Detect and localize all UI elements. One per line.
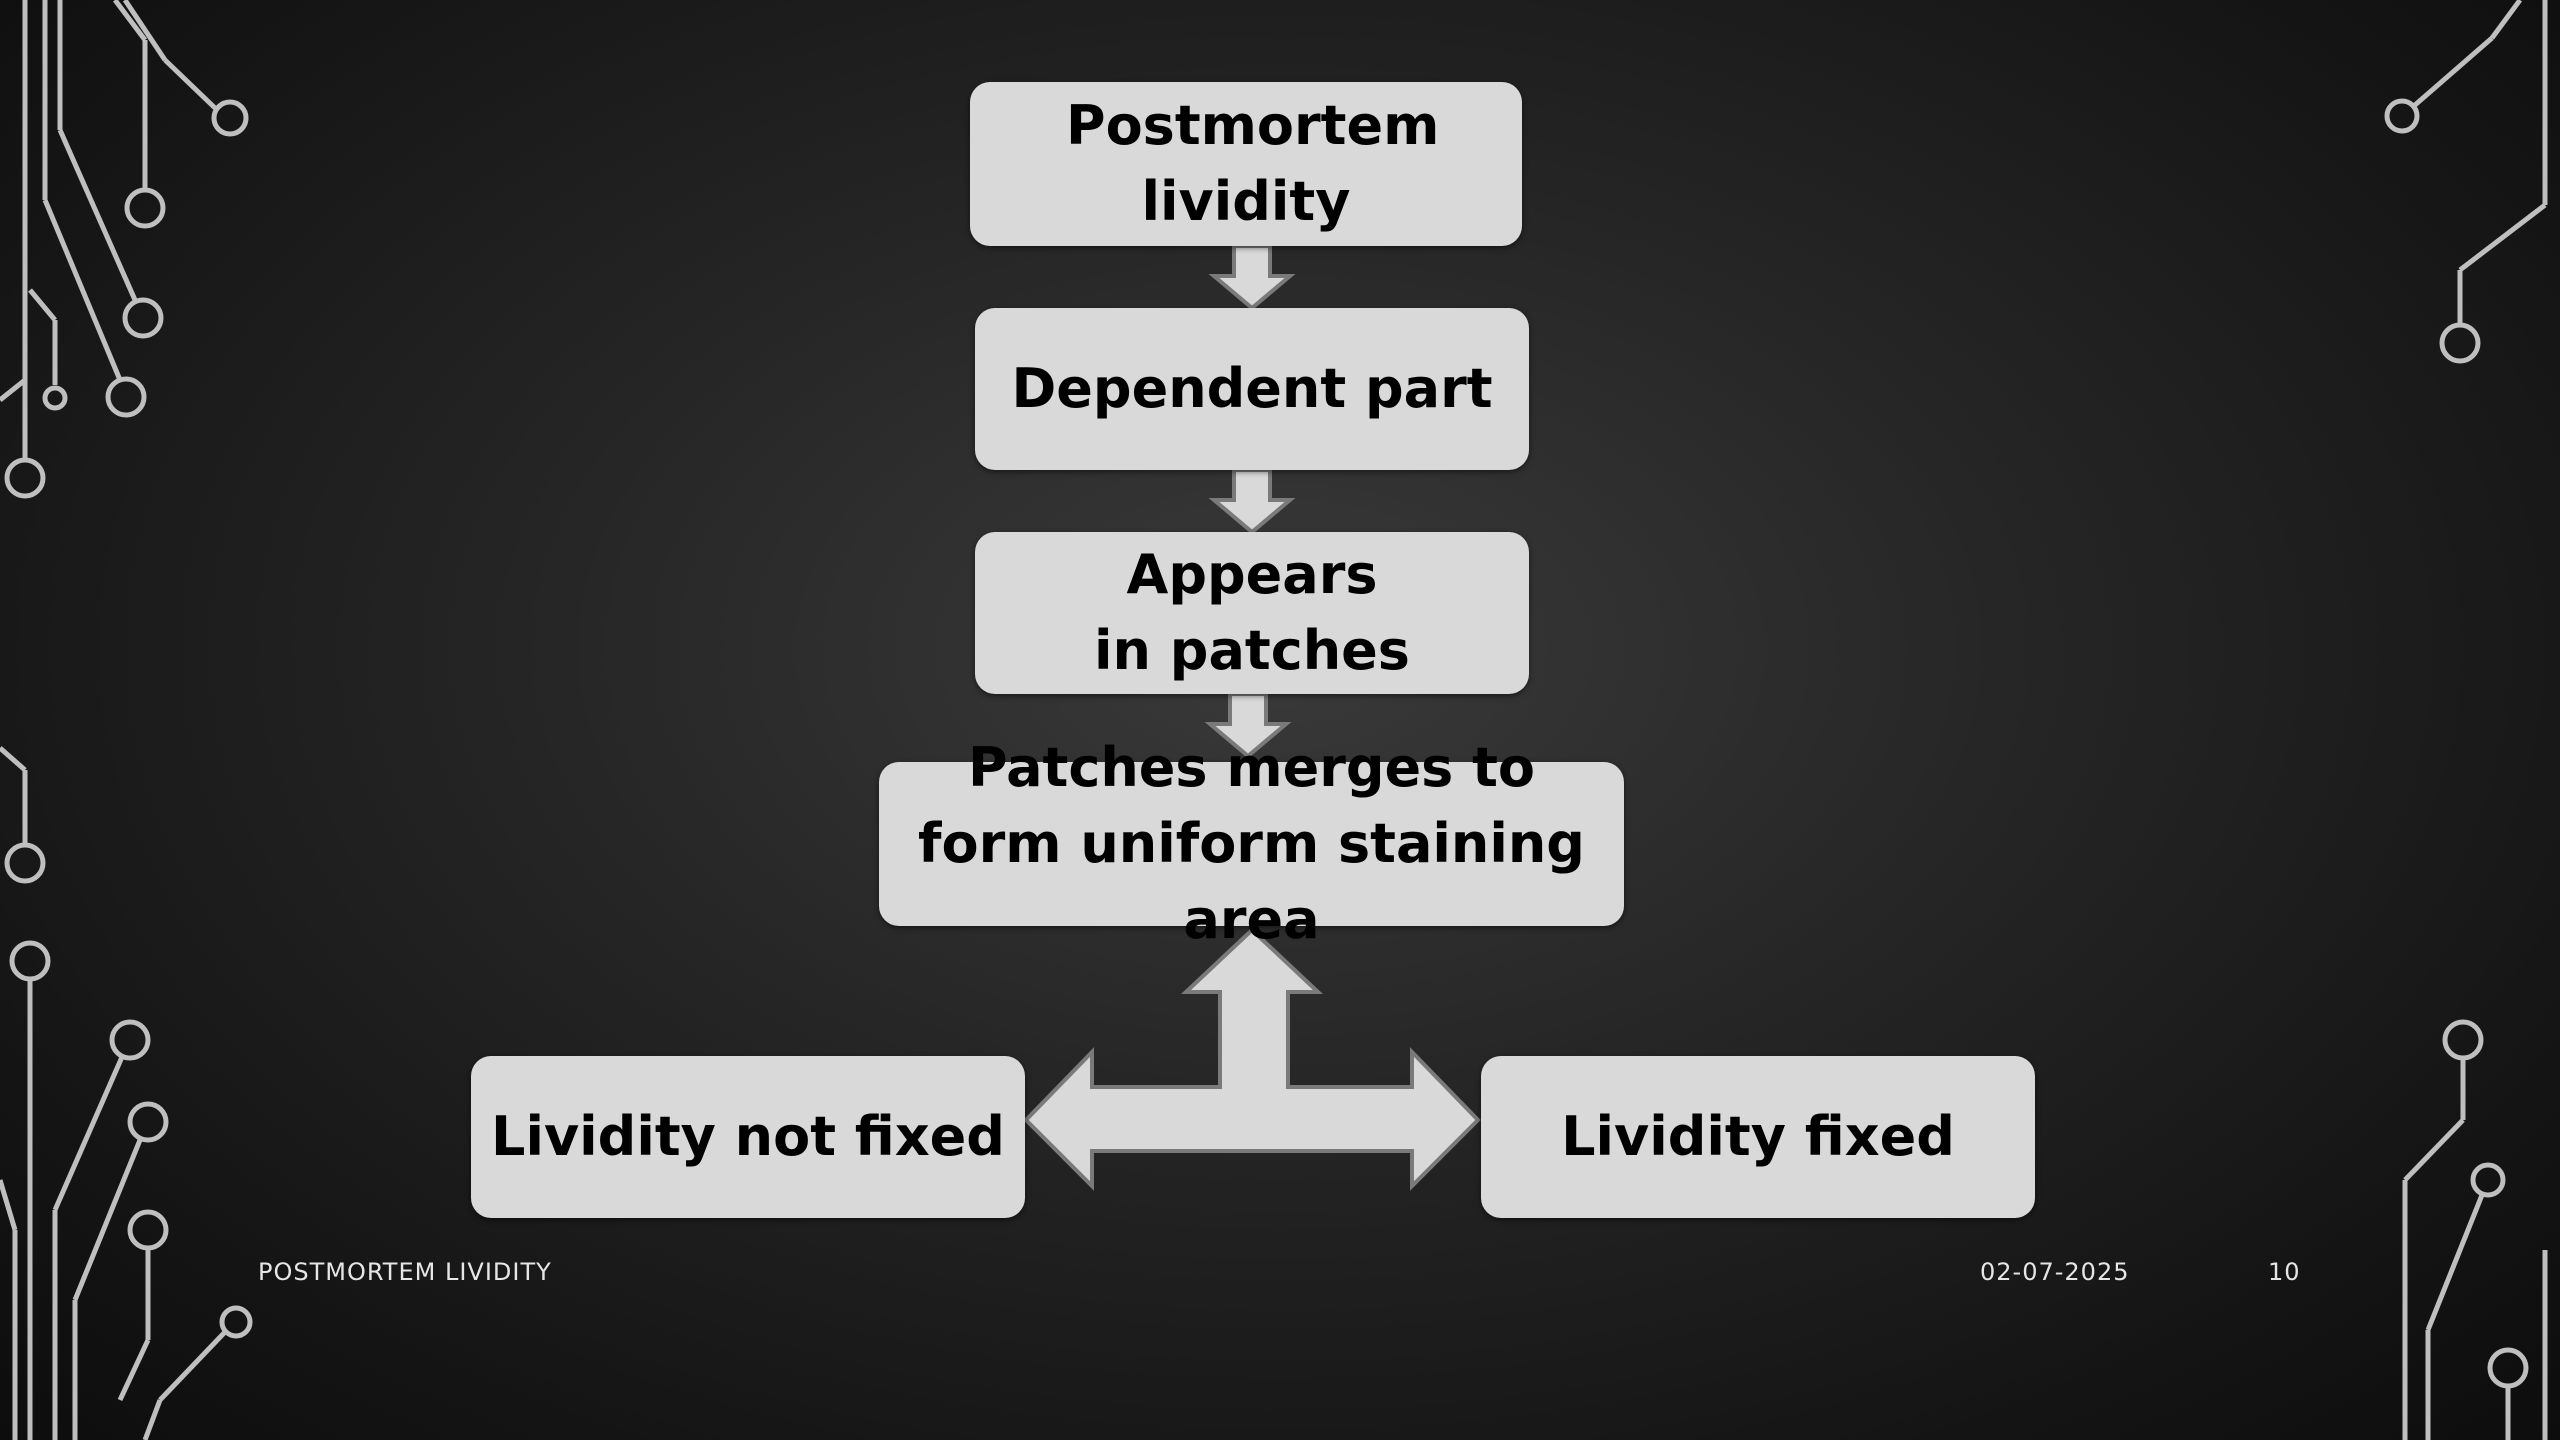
flow-box-label: Dependent part (1011, 357, 1493, 420)
circuit-decoration-bottom-right (2402, 1019, 2548, 1440)
circuit-decoration-top-right (2384, 0, 2548, 364)
flow-box-lividity-fixed: Lividity fixed (1481, 1056, 2035, 1218)
flow-box-label: Lividity not fixed (491, 1105, 1005, 1168)
flow-box-lividity-not-fixed: Lividity not fixed (471, 1056, 1025, 1218)
flow-box-label: Lividity fixed (1561, 1105, 1955, 1168)
circuit-decoration-bottom-left (0, 746, 253, 1440)
footer-title: POSTMORTEM LIVIDITY (258, 1258, 552, 1286)
flow-box-label: Postmortem lividity (1066, 94, 1440, 233)
down-arrow-icon (1208, 244, 1296, 311)
flow-box-postmortem-lividity: Postmortem lividity (970, 82, 1522, 246)
down-arrow-icon (1204, 692, 1292, 759)
flow-box-label: Appears in patches (1094, 543, 1410, 682)
footer-date: 02-07-2025 (1980, 1258, 2130, 1286)
flow-box-label: Patches merges to form uniform staining … (918, 736, 1585, 951)
down-arrow-icon (1208, 468, 1296, 535)
circuit-decoration-top-left (0, 0, 249, 499)
flow-box-dependent-part: Dependent part (975, 308, 1529, 470)
three-way-arrow-icon (1023, 927, 1481, 1191)
footer-page-number: 10 (2268, 1258, 2301, 1286)
flow-box-appears-in-patches: Appears in patches (975, 532, 1529, 694)
flow-box-patches-merge: Patches merges to form uniform staining … (879, 736, 1624, 951)
